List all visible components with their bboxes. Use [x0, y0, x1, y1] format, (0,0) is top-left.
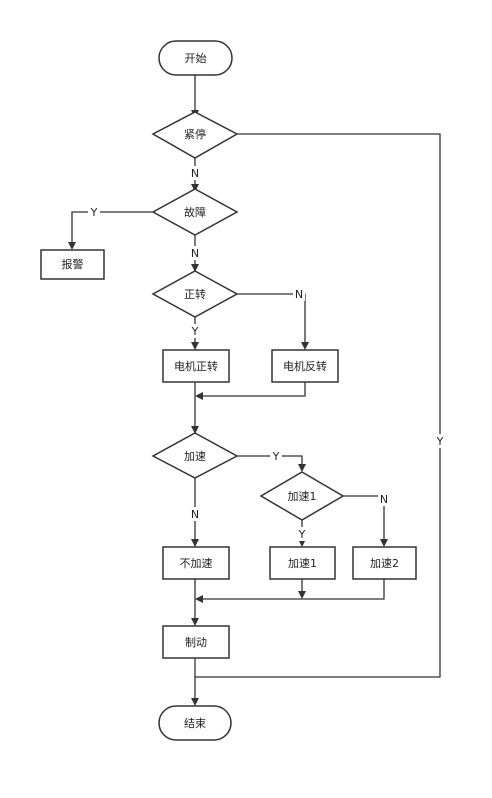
accelerate2-label: 加速2: [370, 557, 399, 570]
label-accelerate-yes: Y: [272, 450, 280, 463]
arrowhead: [191, 426, 199, 434]
arrowhead: [195, 392, 203, 400]
accelerate1-process: 加速1: [269, 546, 336, 580]
arrowhead: [195, 595, 203, 603]
end-node: 结束: [158, 705, 232, 741]
arrowhead: [380, 539, 388, 547]
label-forward-no: N: [295, 288, 303, 301]
edge-accelerate2-merge: [201, 579, 385, 600]
arrowhead: [191, 698, 199, 706]
label-accelerate1-no: N: [380, 493, 388, 506]
brake-process: 制动: [162, 625, 230, 659]
arrowhead: [298, 591, 306, 599]
forward-label: 正转: [184, 287, 206, 301]
edge-labels: N Y Y N Y N Y N Y N: [88, 166, 446, 541]
edge-accelerate-yes: [237, 455, 303, 466]
edge-forward-no: [237, 293, 306, 344]
alarm-label: 报警: [62, 257, 84, 271]
label-forward-yes: Y: [191, 325, 199, 338]
accelerate2-process: 加速2: [352, 546, 417, 580]
fault-decision: 故障: [151, 188, 239, 236]
end-label: 结束: [184, 717, 206, 730]
accelerate1-decision-label: 加速1: [288, 490, 317, 503]
arrowhead: [191, 264, 199, 272]
brake-label: 制动: [185, 636, 207, 649]
accelerate1-label: 加速1: [288, 557, 317, 570]
edge-accelerate1-no: [343, 495, 385, 541]
edges: [68, 75, 441, 706]
no-accelerate-label: 不加速: [180, 557, 213, 570]
forward-decision: 正转: [151, 270, 239, 318]
arrowhead: [191, 184, 199, 192]
label-accelerate1-yes: Y: [298, 528, 306, 541]
label-accelerate-no: N: [191, 508, 199, 521]
motor-forward-process: 电机正转: [162, 349, 230, 383]
label-estop-no: N: [191, 167, 199, 180]
alarm-process: 报警: [40, 249, 105, 280]
arrowhead: [191, 618, 199, 626]
arrowhead: [191, 342, 199, 350]
arrowhead: [68, 242, 76, 250]
motor-reverse-label: 电机反转: [283, 359, 327, 373]
no-accelerate-process: 不加速: [162, 546, 230, 580]
edge-fault-yes: [71, 211, 153, 244]
estop-decision: 紧停: [151, 111, 239, 159]
accelerate-decision: 加速: [151, 432, 239, 479]
label-estop-yes: Y: [436, 435, 444, 448]
edge-estop-yes: [195, 133, 441, 678]
arrowhead: [298, 464, 306, 472]
arrowhead: [191, 539, 199, 547]
accelerate-label: 加速: [184, 450, 206, 463]
label-fault-yes: Y: [90, 206, 98, 219]
fault-label: 故障: [184, 205, 206, 219]
arrowhead: [301, 342, 309, 350]
label-fault-no: N: [191, 247, 199, 260]
motor-forward-label: 电机正转: [174, 359, 218, 373]
edge-motor-reverse-merge: [201, 382, 306, 397]
motor-reverse-process: 电机反转: [271, 349, 339, 383]
estop-label: 紧停: [184, 127, 206, 141]
start-node: 开始: [158, 40, 233, 76]
accelerate1-decision: 加速1: [259, 471, 345, 521]
start-label: 开始: [185, 51, 207, 65]
